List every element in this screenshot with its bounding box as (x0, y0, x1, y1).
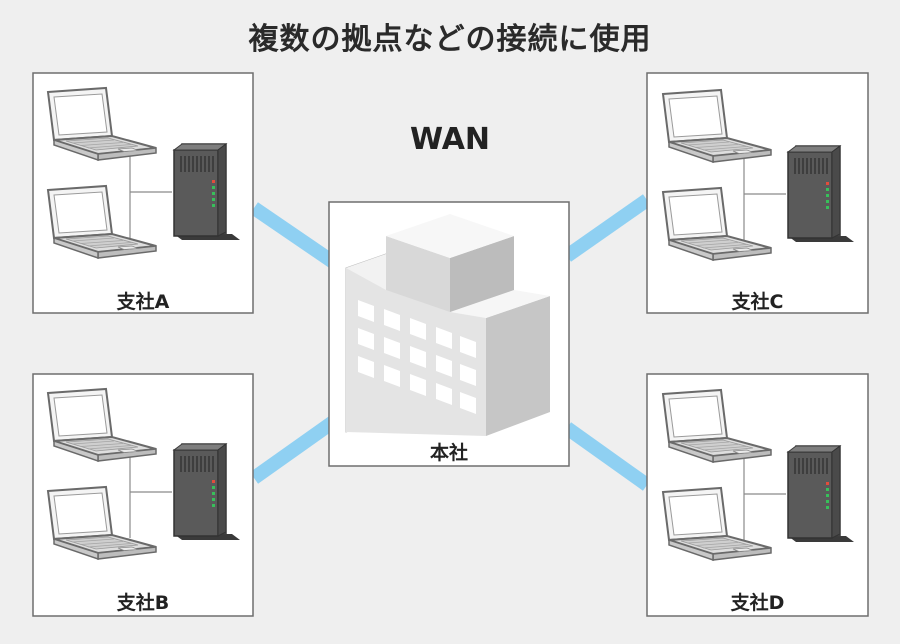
building-icon (345, 214, 550, 436)
link-hq-branch-b (249, 416, 338, 484)
hq-box (328, 201, 570, 467)
wan-label: WAN (409, 122, 491, 157)
hq-label: 本社 (429, 442, 468, 464)
branch-box-b (32, 373, 254, 617)
branch-box-d (646, 373, 869, 617)
wan-links (249, 194, 652, 491)
branch-label-c: 支社C (731, 291, 784, 313)
link-hq-branch-c (562, 194, 652, 262)
link-hq-branch-a (250, 202, 337, 268)
branch-box-a (32, 72, 254, 314)
link-hq-branch-d (562, 422, 652, 491)
branch-box-c (646, 72, 869, 314)
branch-label-d: 支社D (730, 592, 785, 614)
branch-label-a: 支社A (116, 291, 170, 313)
branch-label-b: 支社B (116, 592, 170, 614)
diagram-title: 複数の拠点などの接続に使用 (248, 22, 652, 57)
